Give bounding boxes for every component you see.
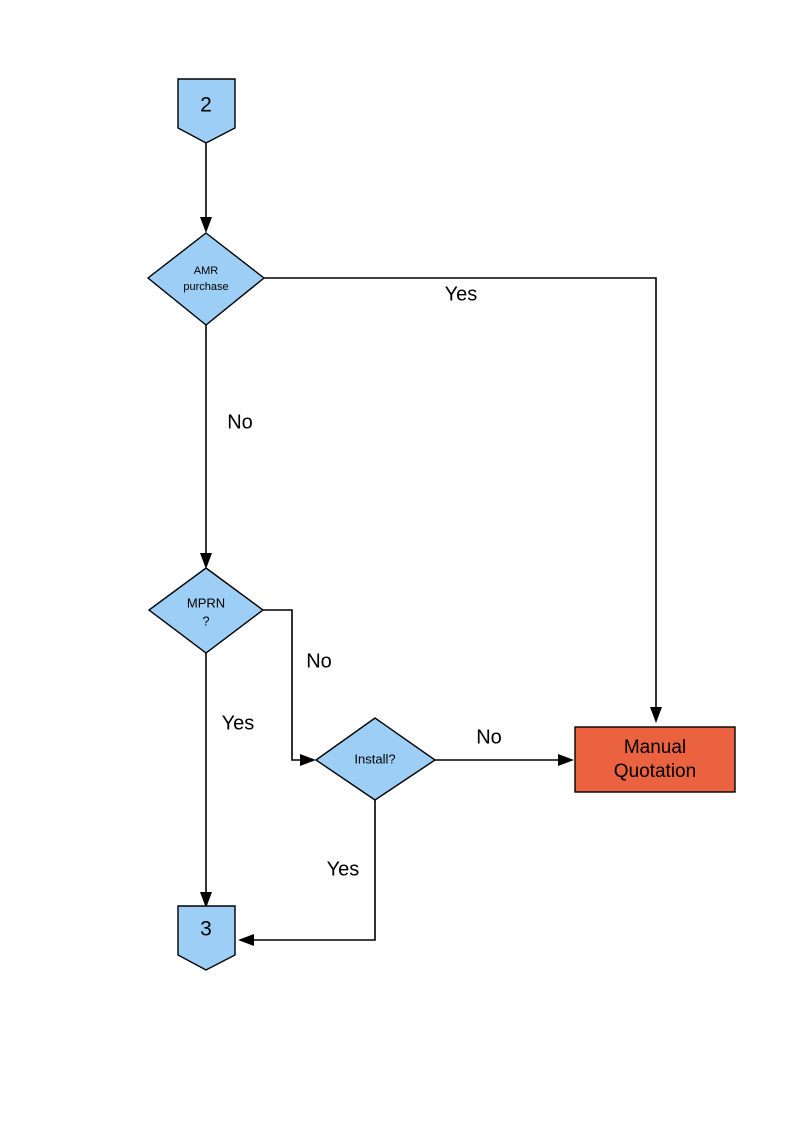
edge-label-yes-mprn: Yes [222, 712, 255, 734]
node-label-quotation: Quotation [614, 761, 696, 782]
arrow-head [558, 754, 574, 766]
edge-label-yes-install: Yes [327, 858, 360, 880]
arrow-head [650, 707, 662, 723]
edge-line [264, 277, 657, 712]
node-connector-end-3[interactable]: 3 [177, 905, 236, 971]
edge-amr-to-manual-quotation: Yes [264, 277, 662, 723]
edge-line [249, 800, 376, 941]
edge-label-yes-amr: Yes [445, 283, 478, 305]
edge-install-to-end3: Yes [238, 800, 376, 946]
arrow-head [300, 754, 316, 766]
arrow-head [200, 892, 212, 908]
node-label-install: Install? [354, 751, 395, 766]
diamond-shape[interactable] [146, 232, 266, 326]
edge-line [263, 609, 305, 761]
edge-amr-to-mprn: No [200, 325, 253, 569]
node-decision-mprn[interactable]: MPRN ? [147, 567, 265, 654]
edge-mprn-to-install: No [263, 609, 332, 766]
node-decision-amr-purchase[interactable]: AMR purchase [146, 232, 266, 326]
edge-label-no-mprn: No [306, 650, 332, 672]
node-label-amr-line1: AMR [194, 265, 219, 277]
arrow-head [238, 934, 254, 946]
edge-install-to-manual-quotation: No [435, 726, 574, 766]
node-label-mprn-line1: MPRN [187, 595, 225, 610]
edge-label-no-install: No [476, 726, 502, 748]
rectangle-shape[interactable] [574, 726, 736, 793]
arrow-head [200, 553, 212, 569]
diamond-shape[interactable] [314, 717, 437, 801]
node-label-amr-line2: purchase [183, 281, 228, 293]
diamond-shape[interactable] [147, 567, 265, 654]
node-decision-install[interactable]: Install? [314, 717, 437, 801]
edge-label-no-amr: No [227, 411, 253, 433]
arrow-head [200, 217, 212, 233]
pentagon-down-shape[interactable] [177, 905, 236, 971]
node-label-mprn-line2: ? [202, 613, 209, 628]
node-process-manual-quotation[interactable]: Manual Quotation [574, 726, 736, 793]
node-connector-start-2[interactable]: 2 [177, 78, 236, 144]
edge-start2-to-amr [200, 143, 212, 233]
node-label-manual: Manual [624, 737, 686, 758]
pentagon-down-shape[interactable] [177, 78, 236, 144]
node-label-end-3: 3 [200, 918, 212, 941]
node-label-start-2: 2 [200, 94, 212, 117]
edge-mprn-to-end3: Yes [200, 653, 254, 908]
